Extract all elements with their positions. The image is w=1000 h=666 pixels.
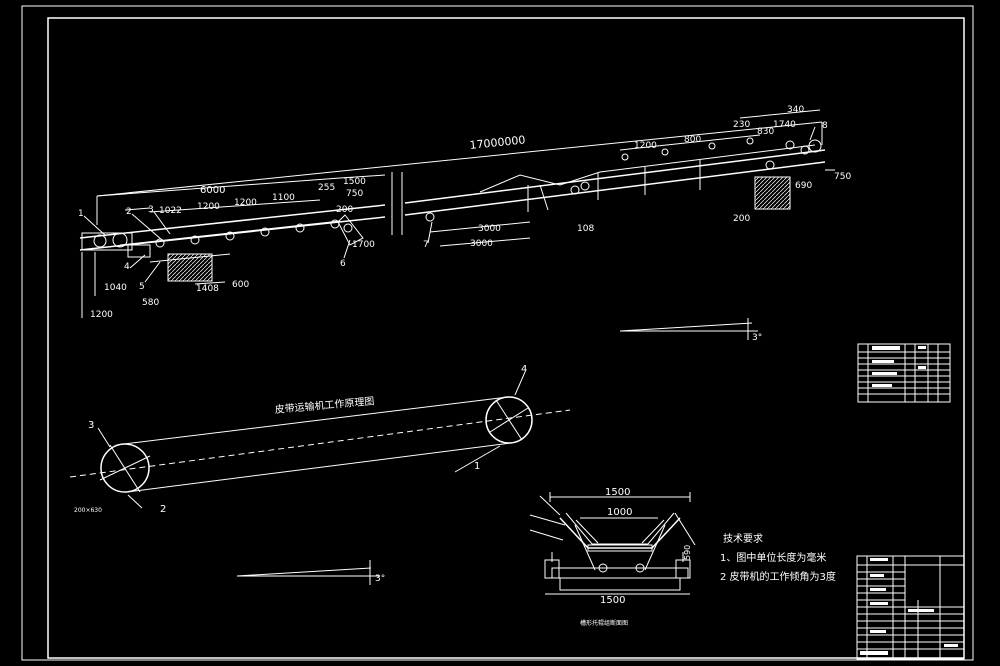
svg-text:1500: 1500	[343, 177, 366, 187]
svg-text:200×630: 200×630	[74, 507, 102, 514]
svg-text:590: 590	[683, 545, 692, 560]
tech-heading: 技术要求	[723, 532, 763, 545]
idler-section: 1500 1000 1500 590 槽形托辊组断面图	[529, 487, 696, 627]
svg-text:800: 800	[684, 135, 701, 145]
parts-table-small	[857, 343, 951, 403]
inner-frame	[47, 17, 965, 659]
svg-text:1200: 1200	[90, 310, 113, 320]
svg-text:200: 200	[336, 205, 353, 215]
callout-5: 5	[139, 282, 145, 292]
callout-3: 3	[148, 205, 154, 215]
foundation-left	[167, 253, 213, 282]
svg-text:340: 340	[787, 105, 804, 115]
overall-dim-line	[96, 121, 823, 197]
svg-text:1000: 1000	[607, 507, 632, 518]
principle-title: 皮带运输机工作原理图	[274, 394, 375, 416]
svg-text:4: 4	[521, 364, 527, 375]
tech-item-1: 1、图中单位长度为毫米	[720, 551, 826, 564]
svg-text:1: 1	[474, 461, 480, 472]
dim-6000: 6000	[200, 185, 225, 196]
callout-2: 2	[126, 207, 132, 217]
svg-text:1100: 1100	[272, 193, 295, 203]
callout-4: 4	[124, 262, 130, 272]
title-block	[856, 555, 965, 660]
svg-text:255: 255	[318, 183, 335, 193]
svg-text:3000: 3000	[478, 224, 501, 234]
svg-text:690: 690	[795, 181, 812, 191]
angle-label-top: 3°	[752, 333, 762, 343]
svg-text:2: 2	[160, 504, 166, 515]
svg-text:600: 600	[232, 280, 249, 290]
svg-text:750: 750	[346, 189, 363, 199]
callout-8: 8	[822, 121, 828, 131]
tech-notes: 技术要求 1、图中单位长度为毫米 2 皮带机的工作倾角为3度	[720, 532, 836, 583]
principle-diagram: 皮带运输机工作原理图 3 2 1 4 200×630 3°	[69, 364, 571, 585]
svg-text:1700: 1700	[352, 240, 375, 250]
svg-text:3°: 3°	[375, 574, 385, 584]
svg-text:580: 580	[142, 298, 159, 308]
svg-text:1500: 1500	[600, 595, 625, 606]
svg-text:1500: 1500	[605, 487, 630, 498]
callout-1: 1	[78, 209, 84, 219]
svg-text:1740: 1740	[773, 120, 796, 130]
svg-text:1040: 1040	[104, 283, 127, 293]
svg-text:3: 3	[88, 420, 94, 431]
svg-text:230: 230	[733, 120, 750, 130]
svg-text:1200: 1200	[197, 202, 220, 212]
svg-text:1200: 1200	[634, 141, 657, 151]
svg-text:200: 200	[733, 214, 750, 224]
callout-7: 7	[423, 240, 429, 250]
svg-text:830: 830	[757, 127, 774, 137]
svg-text:1408: 1408	[196, 284, 219, 294]
conveyor-elevation: 17000000	[78, 105, 851, 343]
svg-text:108: 108	[577, 224, 594, 234]
foundation-right	[754, 176, 791, 210]
tech-item-2: 2 皮带机的工作倾角为3度	[720, 570, 836, 583]
svg-text:750: 750	[834, 172, 851, 182]
outer-frame	[21, 5, 974, 661]
dim-total: 17000000	[469, 133, 526, 152]
svg-text:3000: 3000	[470, 239, 493, 249]
section-caption: 槽形托辊组断面图	[580, 619, 628, 627]
svg-text:1200: 1200	[234, 198, 257, 208]
callout-6: 6	[340, 259, 346, 269]
